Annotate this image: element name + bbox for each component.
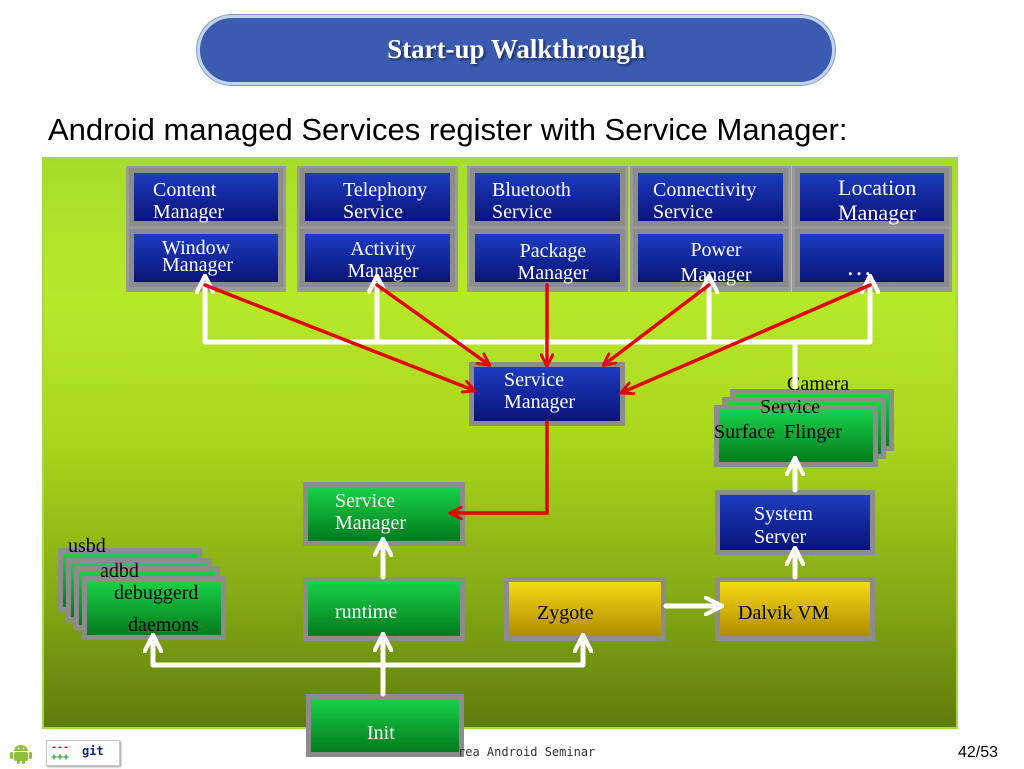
runtime-box: runtime — [303, 577, 465, 641]
page-number: 42/53 — [957, 744, 998, 761]
window-manager-box: Window Manager — [129, 229, 283, 287]
window-manager-label: Window Manager — [162, 237, 234, 276]
power-manager-label: Power Manager — [680, 239, 752, 286]
activity-manager-box: Activity Manager — [300, 229, 455, 287]
location-manager-box: Location Manager — [795, 168, 949, 226]
daemons-label: daemons — [128, 614, 200, 636]
service-manager-java-box: Service Manager — [469, 362, 625, 426]
location-manager-label: Location Manager — [838, 175, 917, 225]
git-logo: --- +++ git — [46, 740, 120, 766]
service-manager-java-label: Service Manager — [504, 369, 576, 413]
surface-flinger-label: Surface Flinger — [714, 421, 842, 443]
adbd-label: adbd — [100, 560, 139, 582]
usbd-label: usbd — [68, 535, 106, 557]
zygote-label: Zygote — [537, 602, 594, 624]
content-manager-label: Content Manager — [153, 179, 225, 223]
power-manager-box: Power Manager — [633, 229, 788, 287]
debuggerd-label: debuggerd — [114, 582, 199, 604]
zygote-box: Zygote — [504, 577, 666, 641]
git-plus-icon: +++ — [51, 752, 70, 763]
dalvik-vm-box: Dalvik VM — [715, 577, 875, 641]
runtime-label: runtime — [335, 601, 398, 623]
package-manager-box: Package Manager — [470, 229, 625, 287]
bluetooth-service-box: Bluetooth Service — [470, 168, 625, 226]
service-manager-native-box: Service Manager — [303, 482, 465, 546]
footer-seminar-text: rea Android Seminar — [458, 745, 596, 759]
activity-manager-label: Activity Manager — [347, 238, 419, 282]
connectivity-service-box: Connectivity Service — [633, 168, 788, 226]
surface-flinger-box — [714, 405, 878, 467]
connectivity-service-label: Connectivity Service — [653, 179, 757, 223]
git-logo-text: git — [82, 744, 104, 758]
more-services-box: … — [795, 229, 949, 287]
bluetooth-service-label: Bluetooth Service — [492, 179, 571, 223]
system-server-label: System Server — [754, 503, 813, 548]
system-server-box: System Server — [715, 490, 875, 555]
dalvik-vm-label: Dalvik VM — [738, 602, 830, 624]
camera-service-label: Service — [760, 396, 820, 418]
title-banner: Start-up Walkthrough — [197, 15, 835, 85]
telephony-service-label: Telephony Service — [343, 179, 428, 223]
service-manager-native-label: Service Manager — [335, 490, 407, 534]
slide-title: Start-up Walkthrough — [387, 34, 645, 64]
telephony-service-box: Telephony Service — [300, 168, 455, 226]
camera-label: Camera — [787, 373, 850, 395]
more-services-ellipsis: … — [846, 252, 872, 281]
package-manager-label: Package Manager — [517, 240, 589, 284]
git-minus-icon: --- — [51, 742, 70, 753]
content-manager-box: Content Manager — [129, 168, 283, 226]
init-box: Init — [306, 694, 464, 757]
init-label: Init — [367, 722, 395, 744]
slide-subtitle: Android managed Services register with S… — [48, 112, 848, 147]
android-logo-icon — [8, 742, 34, 764]
